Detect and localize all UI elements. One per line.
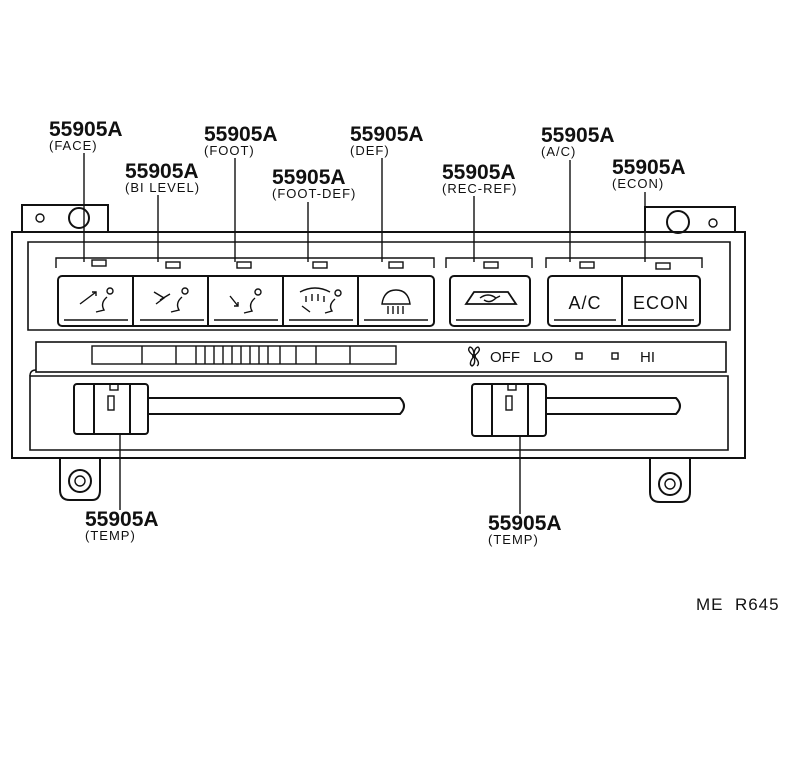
callout-foot: 55905A (FOOT) [204, 123, 278, 158]
rec-ref-button[interactable] [449, 275, 531, 327]
callout-bi-level: 55905A (BI LEVEL) [125, 160, 200, 195]
leader-lines [83, 153, 646, 514]
indicator-bilevel [165, 261, 181, 269]
indicator-face [91, 259, 107, 267]
callout-rec-ref: 55905A (REC-REF) [442, 161, 517, 196]
part-position: (BI LEVEL) [125, 180, 200, 195]
fan-lo-label: LO [533, 349, 553, 366]
windshield-defrost-icon [381, 289, 411, 314]
callout-foot-def: 55905A (FOOT-DEF) [272, 166, 356, 201]
econ-button[interactable]: ECON [628, 293, 694, 321]
face-vent-icon [79, 287, 114, 313]
part-number: 55905A [204, 123, 278, 146]
part-number: 55905A [442, 161, 516, 184]
bi-level-button[interactable] [140, 287, 204, 321]
recirculation-icon [464, 291, 518, 305]
indicator-lights [91, 259, 671, 270]
part-position: (FOOT-DEF) [272, 186, 356, 201]
indicator-def [388, 261, 404, 269]
indicator-ac [579, 261, 595, 269]
indicator-foot [236, 261, 252, 269]
econ-button-label: ECON [633, 293, 689, 313]
indicator-recref [483, 261, 499, 269]
fan-speed-dot-2 [575, 352, 583, 360]
fan-hi-label: HI [640, 349, 655, 366]
foot-def-button[interactable] [289, 287, 353, 321]
left-temp-knob[interactable] [73, 383, 149, 435]
fan-off-label: OFF [490, 349, 520, 366]
callout-temp-left: 55905A (TEMP) [85, 508, 159, 543]
right-temp-slider[interactable] [471, 383, 681, 437]
callout-ac: 55905A (A/C) [541, 124, 615, 159]
part-number: 55905A [488, 512, 562, 535]
panel-housing [11, 204, 746, 503]
part-position: (TEMP) [85, 528, 136, 543]
ac-econ-button-group [547, 275, 701, 327]
part-number: 55905A [272, 166, 346, 189]
part-position: (A/C) [541, 144, 576, 159]
bi-level-icon [153, 287, 189, 313]
fan-speed-scale [91, 345, 397, 365]
part-number: 55905A [612, 156, 686, 179]
def-button[interactable] [364, 289, 428, 321]
part-position: (ECON) [612, 176, 664, 191]
part-number: 55905A [49, 118, 123, 141]
fan-speed-strip: OFF LO HI [35, 341, 727, 373]
fan-speed-dot-3 [611, 352, 619, 360]
right-temp-knob[interactable] [471, 383, 547, 437]
callout-temp-right: 55905A (TEMP) [488, 512, 562, 547]
fan-icon [467, 346, 481, 367]
part-position: (TEMP) [488, 532, 539, 547]
face-button[interactable] [64, 287, 128, 321]
ac-button-label: A/C [568, 293, 601, 313]
foot-button[interactable] [214, 288, 278, 321]
ac-button[interactable]: A/C [554, 293, 616, 321]
callout-econ: 55905A (ECON) [612, 156, 686, 191]
foot-defrost-icon [299, 287, 342, 314]
mode-button-group [57, 275, 435, 327]
part-position: (FACE) [49, 138, 98, 153]
part-position: (DEF) [350, 143, 390, 158]
left-temp-slider[interactable] [73, 383, 405, 435]
foot-vent-icon [229, 288, 262, 314]
part-number: 55905A [541, 124, 615, 147]
part-number: 55905A [350, 123, 424, 146]
indicator-econ [655, 262, 671, 270]
part-position: (REC-REF) [442, 181, 517, 196]
part-position: (FOOT) [204, 143, 255, 158]
part-number: 55905A [85, 508, 159, 531]
callout-def: 55905A (DEF) [350, 123, 424, 158]
figure-reference-code: ME R645 [696, 595, 780, 614]
indicator-footdef [312, 261, 328, 269]
callout-face: 55905A (FACE) [49, 118, 123, 153]
part-number: 55905A [125, 160, 199, 183]
